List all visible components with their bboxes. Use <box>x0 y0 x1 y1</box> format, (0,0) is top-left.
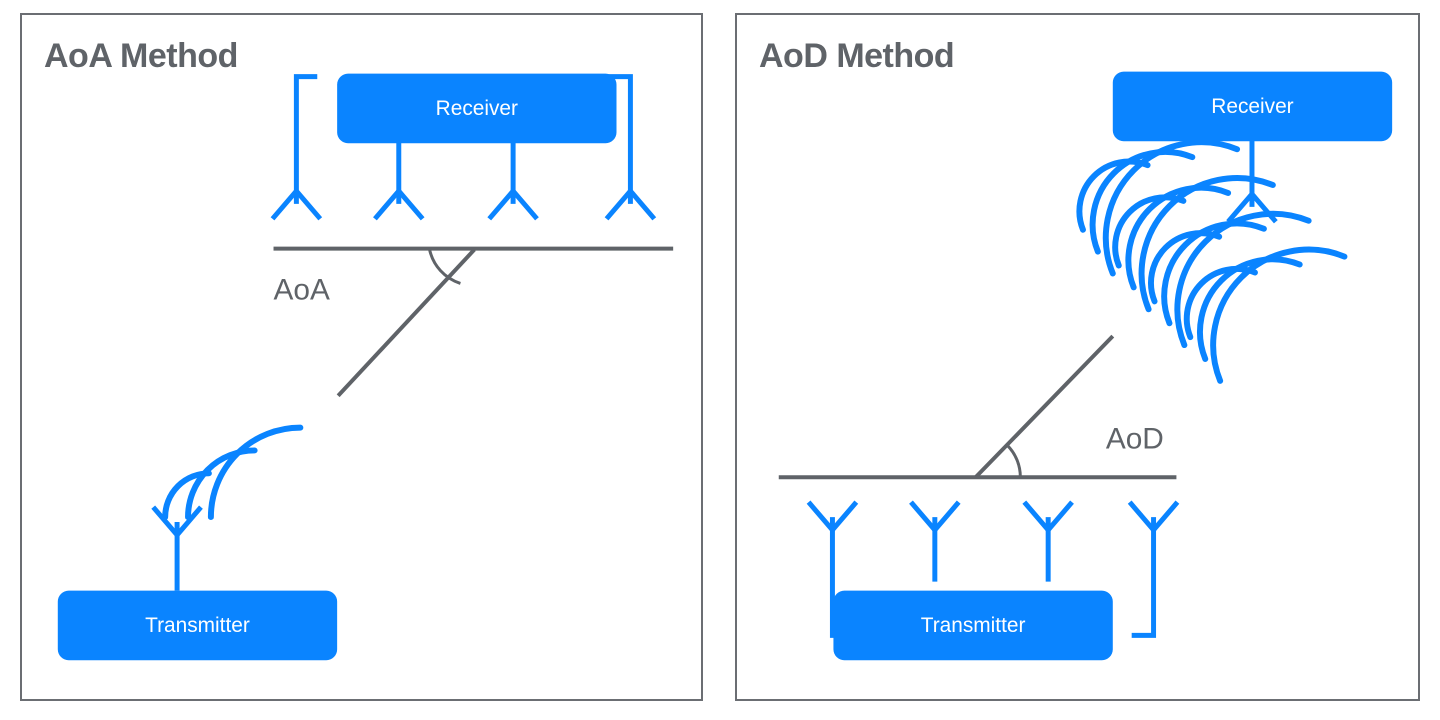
aod-angle-arc <box>1006 444 1022 478</box>
aoa-angle-label: AoA <box>274 273 330 306</box>
transmitter-signal-waves <box>162 424 304 521</box>
panel-aoa-method: AoA Method <box>20 13 703 701</box>
receiver-antenna <box>1226 139 1278 224</box>
transmitter-antenna <box>151 505 203 591</box>
beamformed-signal-waves <box>1076 139 1348 384</box>
wave-arc <box>1125 184 1232 291</box>
wave-arc <box>1174 210 1312 349</box>
aoa-signal-ray <box>336 248 476 398</box>
receiver-node-label: Receiver <box>436 97 518 120</box>
wave-arc <box>1138 175 1276 313</box>
aoa-diagram: Receiver AoA <box>57 73 674 661</box>
wave-cluster <box>1148 210 1312 349</box>
panel-aoa-title: AoA Method <box>44 37 238 75</box>
antenna-element <box>909 500 961 582</box>
receiver-node[interactable]: Receiver <box>1112 71 1393 142</box>
wave-arc <box>1089 148 1196 255</box>
wave-cluster <box>1076 139 1241 277</box>
wave-arc <box>1210 246 1348 384</box>
transmitter-node[interactable]: Transmitter <box>57 590 338 661</box>
wave-arc <box>1197 256 1303 362</box>
antenna-element <box>1022 500 1074 582</box>
panel-aod-method: AoD Method Receiver <box>735 13 1420 701</box>
wave-cluster <box>1183 246 1348 384</box>
aod-angle-label: AoD <box>1106 422 1164 455</box>
wave-arc <box>207 424 304 521</box>
transmitter-node[interactable]: Transmitter <box>833 590 1113 661</box>
antenna-element <box>373 135 425 221</box>
antenna-element <box>487 135 539 221</box>
receiver-antenna-array <box>270 74 657 221</box>
antenna-element <box>270 74 323 221</box>
aod-signal-ray <box>974 334 1115 479</box>
wave-cluster <box>1112 175 1276 313</box>
transmitter-node-label: Transmitter <box>145 614 250 637</box>
aod-diagram: Receiver <box>778 71 1393 661</box>
wave-arc <box>1102 139 1241 277</box>
receiver-node[interactable]: Receiver <box>337 73 617 144</box>
aoa-angle-arc <box>428 249 461 285</box>
antenna-element <box>1127 500 1180 638</box>
receiver-node-label: Receiver <box>1211 95 1293 118</box>
panel-aod-title: AoD Method <box>759 37 955 75</box>
wave-arc <box>1161 220 1267 327</box>
transmitter-node-label: Transmitter <box>921 614 1026 637</box>
